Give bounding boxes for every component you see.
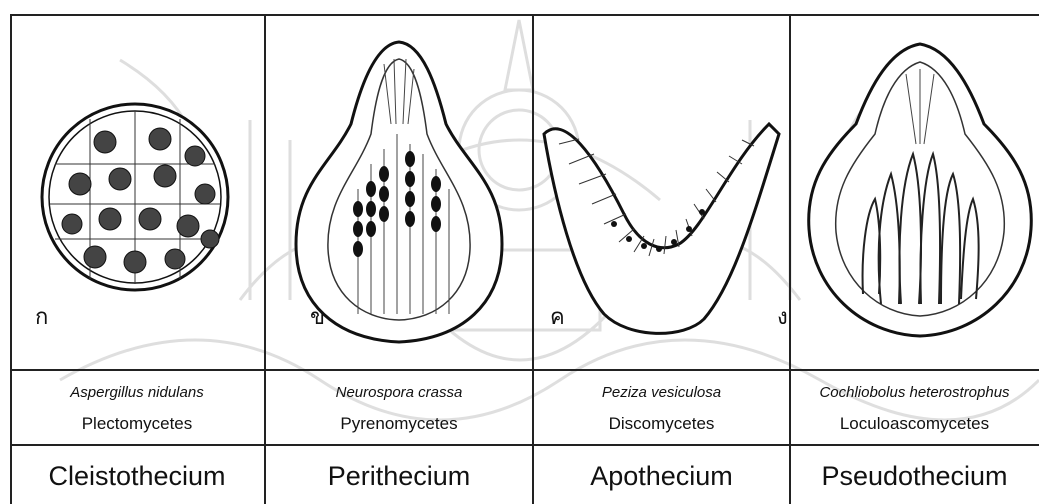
species-name: Neurospora crassa: [266, 384, 532, 401]
species-name: Aspergillus nidulans: [10, 384, 264, 401]
figure-letter: ง: [777, 299, 788, 334]
ascocarp-type: Apothecium: [534, 461, 789, 492]
species-name: Peziza vesiculosa: [534, 384, 789, 401]
ascocarp-table: ก Aspergillus nidulans Plectomycetes Cle…: [10, 14, 1039, 504]
column-cleistothecium: ก Aspergillus nidulans Plectomycetes Cle…: [10, 14, 264, 504]
ascocarp-type: Cleistothecium: [10, 461, 264, 492]
class-name: Plectomycetes: [10, 414, 264, 434]
species-name: Cochliobolus heterostrophus: [785, 384, 1039, 401]
class-name: Loculoascomycetes: [785, 414, 1039, 434]
perithecium-icon: [266, 14, 532, 369]
pseudothecium-icon: [791, 14, 1039, 369]
figure-letter: ข: [310, 299, 325, 334]
figure-letter: ค: [550, 299, 565, 334]
column-perithecium: ข Neurospora crassa Pyrenomycetes Perith…: [266, 14, 532, 504]
ascocarp-type: Pseudothecium: [785, 461, 1039, 492]
ascocarp-type: Perithecium: [266, 461, 532, 492]
class-name: Discomycetes: [534, 414, 789, 434]
class-name: Pyrenomycetes: [266, 414, 532, 434]
figure-letter: ก: [35, 299, 48, 334]
apothecium-icon: [534, 14, 789, 369]
column-pseudothecium: ง Cochliobolus heterostrophus Loculoasco…: [791, 14, 1039, 504]
column-apothecium: ค Peziza vesiculosa Discomycetes Apothec…: [534, 14, 789, 504]
